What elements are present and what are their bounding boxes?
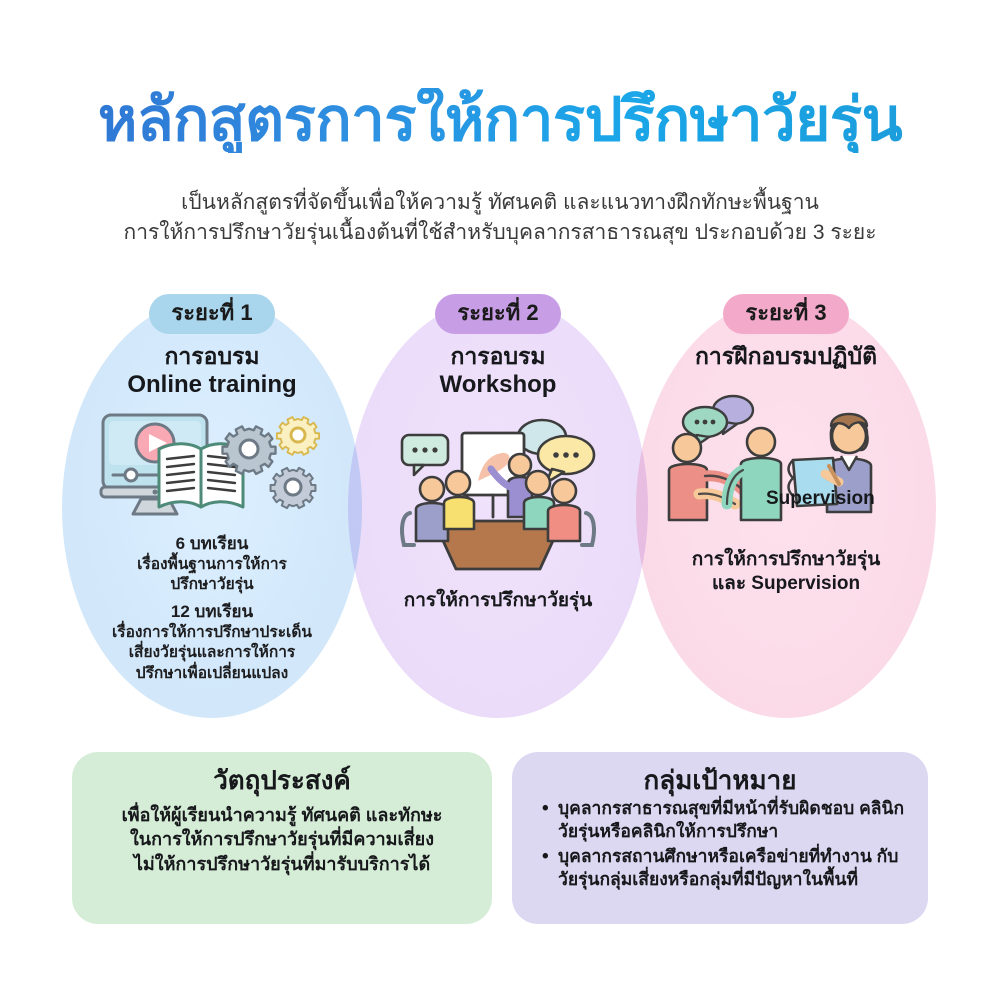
phase-3-heading-th: การฝึกอบรมปฏิบัติ	[694, 342, 878, 369]
phase-1-badge: ระยะที่ 1	[149, 294, 275, 334]
speech-bubble-icon-left	[400, 433, 450, 477]
subtitle-line-2: การให้การปรึกษาวัยรุ่นเนื้องต้นที่ใช้สำห…	[123, 221, 877, 245]
phase-3-caption: การให้การปรึกษาวัยรุ่น และ Supervision	[636, 548, 936, 597]
objective-card: วัตถุประสงค์ เพื่อให้ผู้เรียนนำความรู้ ท…	[72, 752, 492, 924]
gear-icon-2	[275, 415, 321, 456]
attendee-figure-1	[400, 475, 450, 547]
attendee-figure-4	[546, 477, 596, 547]
monitor-book-gears-icon	[99, 413, 321, 516]
objective-line-3: ไม่ให้การปรึกษาวัยรุ่นที่มารับบริการได้	[133, 854, 431, 875]
phase-1-heading: การอบรม Online training	[62, 342, 362, 399]
supervisor-figure	[787, 412, 873, 513]
list-item: บุคลากรสาธารณสุขที่มีหน้าที่รับผิดชอบ คล…	[542, 796, 912, 844]
phase-1-line-6: ปรึกษาเพื่อเปลี่ยนแปลง	[135, 664, 289, 682]
attendee-figure-2	[442, 469, 476, 531]
objective-card-body: เพื่อให้ผู้เรียนนำความรู้ ทัศนคติ และทัก…	[88, 803, 476, 877]
phase-1-illustration	[62, 409, 362, 527]
phase-3-column: ระยะที่ 3 การฝึกอบรมปฏิบัติ	[636, 288, 936, 728]
objective-card-title: วัตถุประสงค์	[213, 765, 351, 795]
target-group-card: กลุ่มเป้าหมาย บุคลากรสาธารณสุขที่มีหน้าท…	[512, 752, 928, 924]
phase-2-column: ระยะที่ 2 การอบรม Workshop	[348, 288, 648, 728]
phase-1-ellipse	[62, 298, 362, 718]
phase-1-column: ระยะที่ 1 การอบรม Online training	[62, 288, 362, 728]
phase-3-heading: การฝึกอบรมปฏิบัติ	[636, 342, 936, 370]
phase-2-illustration	[348, 413, 648, 581]
phase-3-caption-line-1: การให้การปรึกษาวัยรุ่น	[691, 548, 881, 570]
phase-2-heading: การอบรม Workshop	[348, 342, 648, 399]
phase-2-ellipse	[348, 298, 648, 718]
phase-1-line-1: เรื่องพื้นฐานการให้การ	[137, 555, 287, 573]
client-figure	[721, 426, 783, 521]
target-group-list: บุคลากรสาธารณสุขที่มีหน้าที่รับผิดชอบ คล…	[528, 796, 912, 892]
phase-2-badge: ระยะที่ 2	[435, 294, 561, 334]
phase-1-heading-th: การอบรม	[164, 342, 260, 369]
gear-icon-1	[221, 425, 277, 475]
phase-1-line-0: 6 บทเรียน	[175, 533, 249, 553]
phase-3-illustration: Supervision	[636, 392, 936, 532]
supervision-label: Supervision	[766, 487, 875, 509]
page-subtitle: เป็นหลักสูตรที่จัดขึ้นเพื่อให้ความรู้ ทั…	[0, 188, 1000, 249]
workshop-meeting-icon	[400, 418, 596, 571]
list-item: บุคลากรสถานศึกษาหรือเครือข่ายที่ทำงาน กั…	[542, 844, 912, 892]
phase-2-heading-th: การอบรม	[450, 342, 546, 369]
phase-1-line-5: เสี่ยงวัยรุ่นและการให้การ	[128, 644, 296, 662]
phase-1-line-4: เรื่องการให้การปรึกษาประเด็น	[111, 624, 313, 642]
phases-stage: ระยะที่ 1 การอบรม Online training	[0, 288, 1000, 810]
phase-2-heading-en: Workshop	[439, 370, 557, 398]
target-group-card-title: กลุ่มเป้าหมาย	[643, 765, 797, 795]
phase-1-heading-en: Online training	[127, 370, 297, 398]
counseling-supervision-icon	[667, 394, 873, 521]
phase-1-line-3: 12 บทเรียน	[170, 602, 254, 622]
phase-1-body: 6 บทเรียน เรื่องพื้นฐานการให้การ ปรึกษาว…	[62, 533, 362, 684]
phase-2-caption: การให้การปรึกษาวัยรุ่น	[403, 589, 593, 611]
phase-3-badge: ระยะที่ 3	[723, 294, 849, 334]
page-title: หลักสูตรการให้การปรึกษาวัยรุ่น	[0, 87, 1000, 153]
objective-line-1: เพื่อให้ผู้เรียนนำความรู้ ทัศนคติ และทัก…	[121, 804, 443, 825]
gear-icon-3	[269, 466, 317, 509]
phase-3-caption-line-2: และ Supervision	[711, 573, 861, 595]
phase-1-line-2: ปรึกษาวัยรุ่น	[170, 576, 254, 594]
subtitle-line-1: เป็นหลักสูตรที่จัดขึ้นเพื่อให้ความรู้ ทั…	[181, 191, 819, 214]
objective-line-2: ในการให้การปรึกษาวัยรุ่นที่มีความเสี่ยง	[129, 829, 434, 850]
